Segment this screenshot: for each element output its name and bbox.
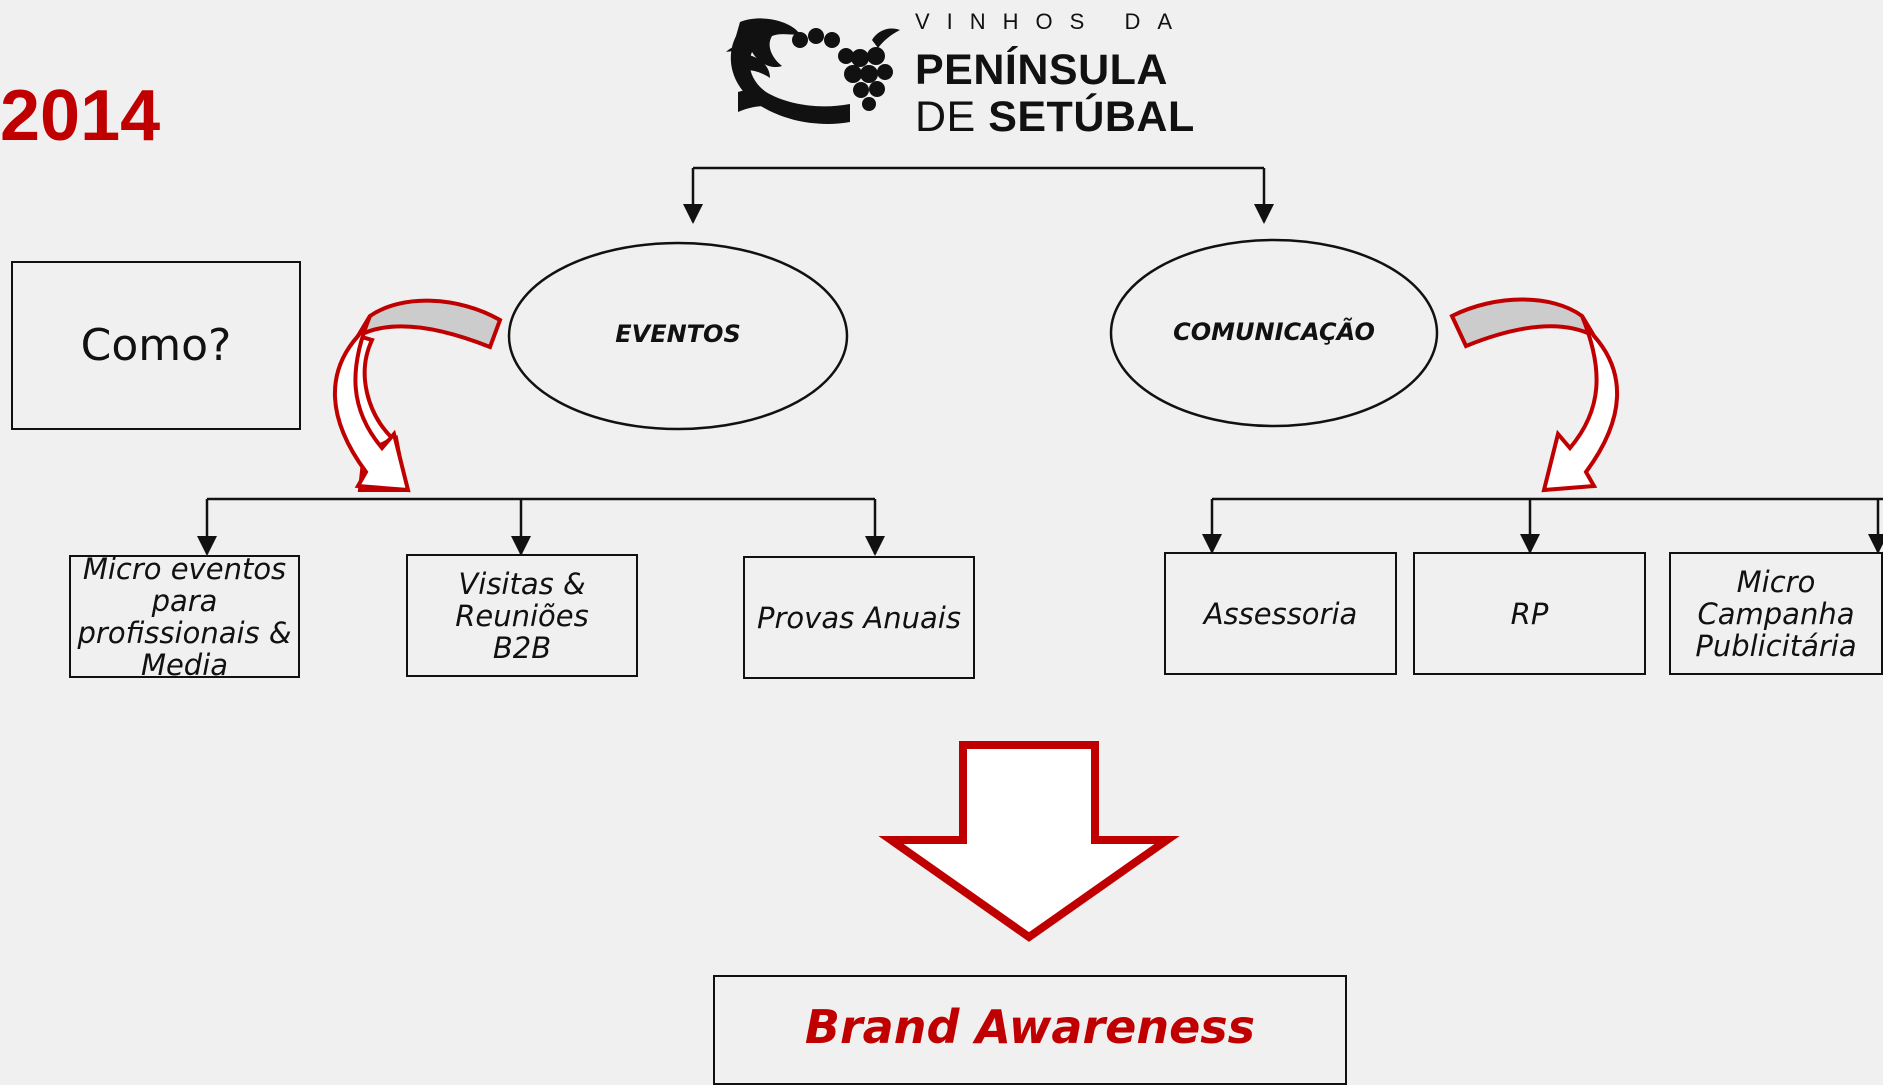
result-text: Brand Awareness [804,1000,1256,1054]
comunicacao-ellipse [1109,238,1439,428]
year-title: 2014 [0,76,161,156]
logo-line-1: VINHOS DA [915,9,1190,34]
eventos-connector [197,497,885,556]
comunicacao-label: COMUNICAÇÃO [1173,318,1375,346]
eventos-item-label: Visitas & Reuniões B2B [455,566,589,665]
result-box: Brand Awareness [713,975,1347,1085]
big-down-arrow-icon [878,741,1180,942]
logo-line-3: DE SETÚBAL [915,94,1195,140]
comunicacao-item-campanha: Micro Campanha Publicitária [1669,552,1883,675]
eventos-item-micro-eventos: Micro eventos para profissionais & Media [69,551,300,682]
eventos-label: EVENTOS [615,320,741,348]
logo-line-3-prefix: DE [915,93,976,141]
comunicacao-item-label: RP [1510,596,1549,631]
comunicacao-item-assessoria: Assessoria [1164,552,1397,675]
eventos-item-visitas: Visitas & Reuniões B2B [406,554,638,677]
question-box: Como? [11,261,301,430]
comunicacao-curved-arrow-icon [1449,297,1620,493]
logo-line-3-bold: SETÚBAL [988,93,1195,141]
eventos-curved-arrow-icon [332,298,503,493]
logo: VINHOS DA PENÍNSULA DE SETÚBAL [915,8,1195,140]
comunicacao-connector [1202,497,1883,554]
comunicacao-item-rp: RP [1413,552,1646,675]
logo-line-2: PENÍNSULA [915,46,1168,94]
comunicacao-item-label: Micro Campanha Publicitária [1695,564,1857,663]
comunicacao-item-label: Assessoria [1203,596,1358,631]
eventos-item-label: Provas Anuais [757,600,961,635]
top-connector [683,166,1274,224]
eventos-item-provas: Provas Anuais [743,556,975,679]
logo-emblem-icon [726,18,900,124]
question-text: Como? [80,320,232,371]
eventos-ellipse [507,241,849,431]
eventos-item-label: Micro eventos para profissionais & Media [77,551,292,682]
